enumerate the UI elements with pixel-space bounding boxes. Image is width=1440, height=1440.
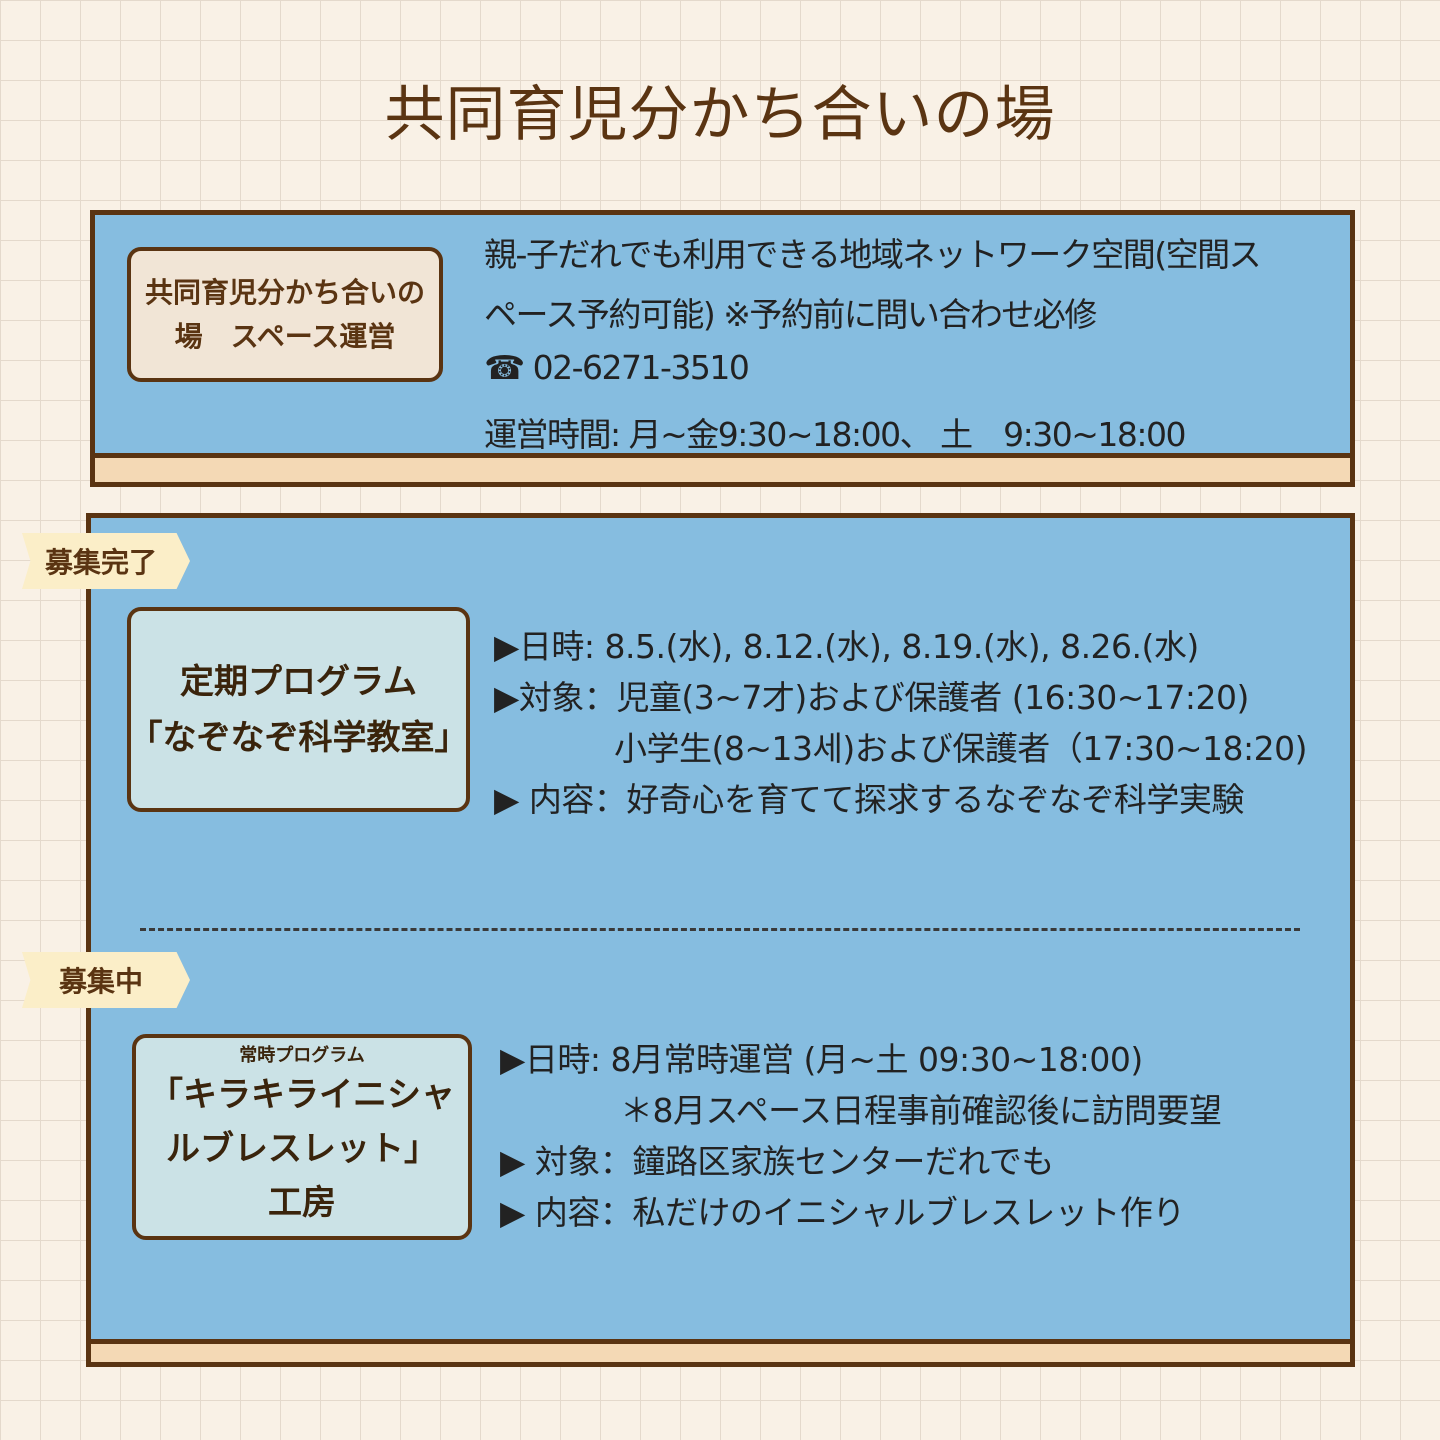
space-label-text: 共同育児分かち合いの場 スペース運営 (144, 275, 425, 353)
section-divider (140, 928, 1300, 931)
panel-base-strip (95, 453, 1350, 482)
tag-label: 募集完了 (44, 546, 157, 579)
page-title: 共同育児分かち合いの場 (384, 80, 1056, 150)
program-label-line: ルブレスレット」 (166, 1129, 438, 1169)
phone-number: ☎ 02-6271-3510 (484, 348, 750, 387)
operating-hours: 運営時間: 月~金9:30~18:00、 土 9:30~18:00 (484, 415, 1186, 454)
program-content-line: ▶ 内容：私だけのイニシャルブレスレット作り (500, 1193, 1185, 1232)
recruiting-tag: 募集中 (22, 952, 190, 1008)
program-target-line: ▶対象：児童(3~7才)および保護者 (16:30~17:20) (494, 678, 1249, 717)
program-date-line: ▶日時: 8月常時運営 (月~土 09:30~18:00) (500, 1040, 1143, 1079)
program-label-small: 常時プログラム (239, 1045, 365, 1066)
space-description-line-2: ペース予約可能) ※予約前に問い合わせ必修 (484, 295, 1097, 334)
space-description-line-1: 親-子だれでも利用できる地域ネットワーク空間(空間ス (484, 235, 1262, 274)
program-target-line-2: 小学生(8~13세)および保護者（17:30~18:20) (614, 729, 1307, 768)
program-note-line: ＊8月スペース日程事前確認後に訪問要望 (620, 1091, 1222, 1130)
program-label-line: 定期プログラム (180, 661, 417, 702)
regular-program-label-box: 定期プログラム 「なぞなぞ科学教室」 (127, 607, 470, 812)
program-content-line: ▶ 内容：好奇心を育てて探求するなぞなぞ科学実験 (494, 780, 1244, 819)
program-label-line: 「キラキライニシャ (149, 1075, 455, 1115)
program-label-line: 工房 (268, 1183, 336, 1223)
space-label-box: 共同育児分かち合いの場 スペース運営 (127, 247, 443, 382)
tag-label: 募集中 (58, 965, 143, 998)
program-target-line: ▶ 対象：鐘路区家族センターだれでも (500, 1142, 1054, 1181)
panel-base-strip (91, 1339, 1350, 1362)
recruitment-closed-tag: 募集完了 (22, 533, 190, 589)
program-date-line: ▶日時: 8.5.(水), 8.12.(水), 8.19.(水), 8.26.(… (494, 627, 1199, 666)
program-label-line: 「なぞなぞ科学教室」 (128, 717, 469, 758)
ongoing-program-label-box: 常時プログラム 「キラキライニシャ ルブレスレット」 工房 (132, 1034, 472, 1240)
